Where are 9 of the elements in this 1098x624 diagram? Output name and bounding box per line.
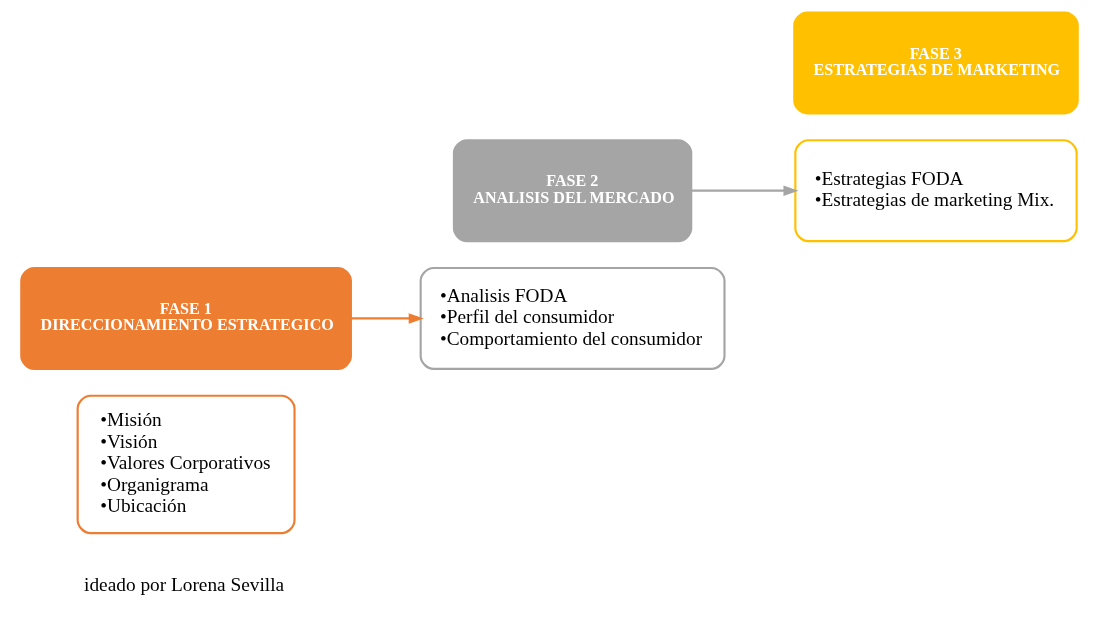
node-box: •Analisis FODA •Perfil del consumidor •Comportamiento del consumidor <box>419 266 726 370</box>
node-box: FASE 2 ANALISIS DEL MERCADO <box>452 139 692 243</box>
arrow <box>350 313 424 324</box>
node-box: •Misión •Visión •Valores Corporativos •Organigrama •Ubicación <box>76 394 296 535</box>
node-box: FASE 1 DIRECCIONAMIENTO ESTRATEGICO <box>19 266 352 370</box>
node-box: •Estrategias FODA •Estrategias de marketing Mix. <box>793 139 1078 243</box>
label: ideado por Lorena Sevilla <box>83 573 284 595</box>
arrow <box>690 185 799 196</box>
node-box: FASE 3 ESTRATEGIAS DE MARKETING <box>792 11 1079 115</box>
